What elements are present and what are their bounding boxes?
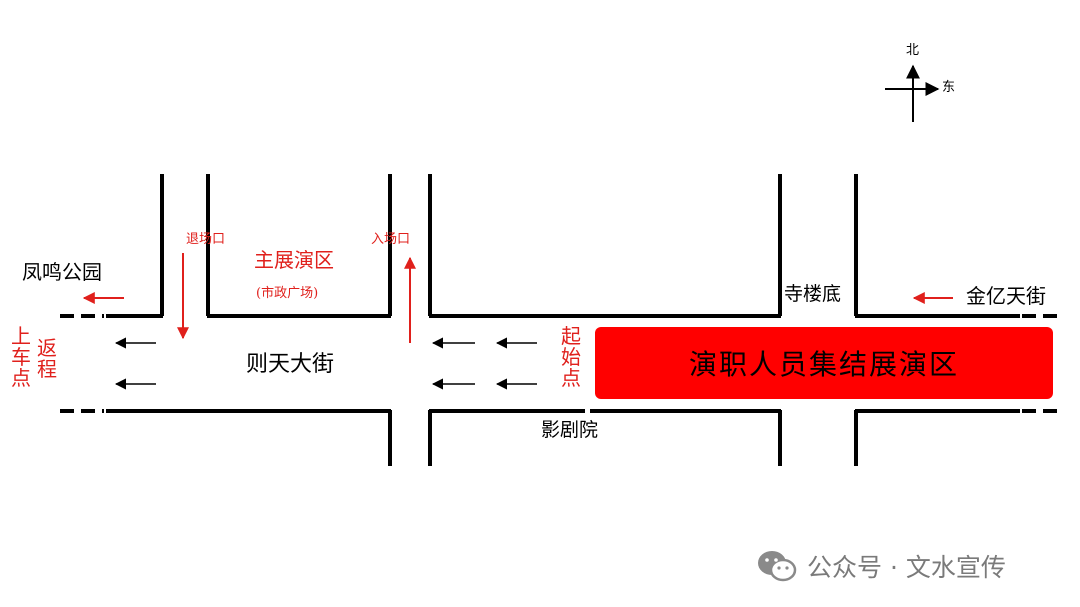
- compass-east-label: 东: [942, 80, 956, 95]
- route-arrows: [82, 253, 953, 343]
- entry-gate-label: 入场口: [371, 232, 411, 247]
- exit-gate-label: 退场口: [186, 232, 226, 247]
- fengming-park-label: 凤鸣公园: [22, 260, 102, 284]
- start-point-label: 起始点: [561, 324, 581, 390]
- watermark-text: 公众号 · 文水宣传: [807, 553, 1006, 582]
- staging-area: 演职人员集结展演区: [595, 327, 1053, 399]
- road-edges: [106, 174, 1020, 466]
- cinema-label: 影剧院: [541, 419, 599, 441]
- jinyi-street-label: 金亿天街: [966, 284, 1046, 308]
- wechat-icon: [758, 551, 797, 582]
- return-pickup-label: 上车点: [11, 324, 31, 390]
- main-area-note: (市政广场): [256, 286, 319, 301]
- watermark: 公众号 · 文水宣传: [757, 548, 1006, 584]
- return-trip-label: 返程: [37, 336, 57, 381]
- main-street-label: 则天大街: [246, 352, 335, 377]
- temple-label: 寺楼底: [784, 283, 842, 305]
- staging-area-label: 演职人员集结展演区: [688, 348, 959, 381]
- compass-north-label: 北: [906, 43, 920, 58]
- traffic-arrows: [114, 337, 537, 390]
- main-area-label: 主展演区: [254, 248, 334, 272]
- road-dashes: [60, 314, 1058, 413]
- compass: [885, 64, 940, 122]
